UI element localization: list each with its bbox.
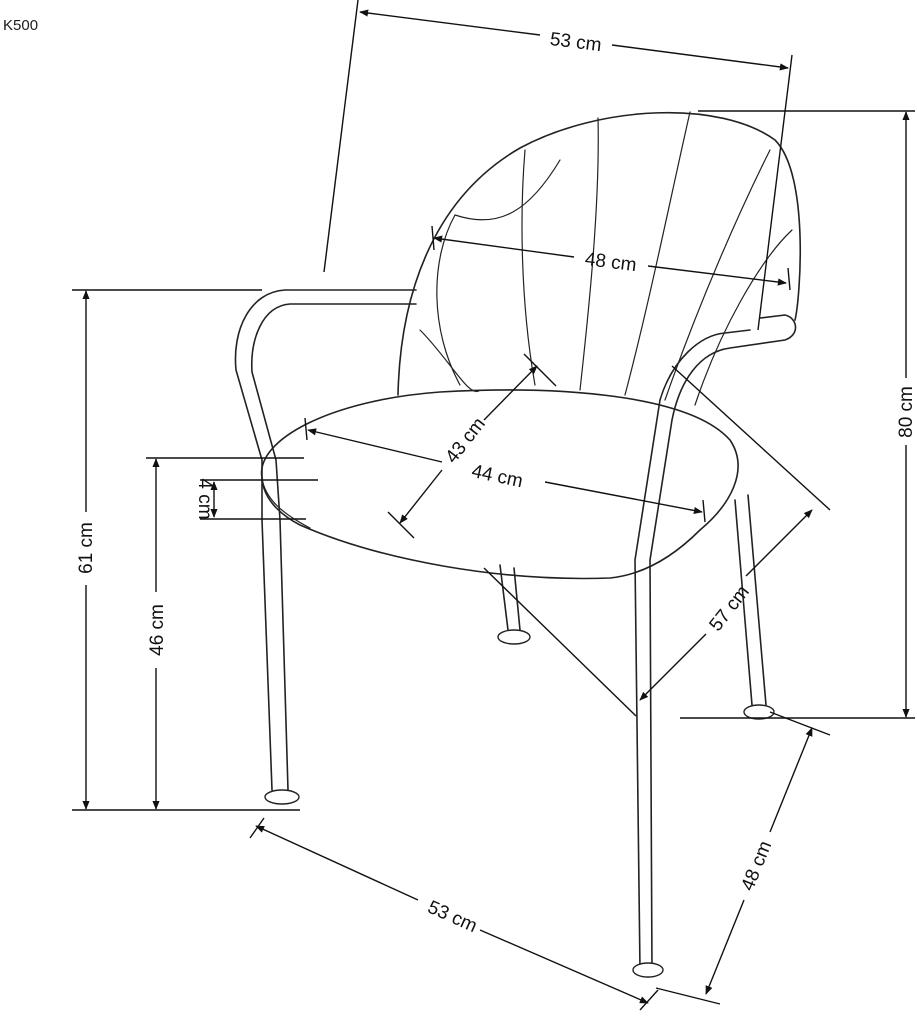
foot-back-right xyxy=(743,704,775,720)
top-width-label: 53 cm xyxy=(549,29,603,56)
seat-side xyxy=(261,477,311,529)
backrest-channels xyxy=(419,111,793,406)
dim-total-height: 80 cm xyxy=(680,110,917,719)
dim-top-width: 53 cm xyxy=(323,0,793,331)
back-left-leg xyxy=(499,564,521,631)
foot-front-left xyxy=(264,789,300,805)
seat-thickness-label: 4 cm xyxy=(194,478,215,519)
dim-seat-thickness: 4 cm xyxy=(194,478,318,520)
dim-armrest-height: 61 cm xyxy=(72,289,300,811)
base-width-label: 53 cm xyxy=(424,897,480,937)
left-armrest-frame xyxy=(234,289,417,791)
dim-base-depth: 48 cm xyxy=(655,711,831,1005)
dim-seat-width: 44 cm xyxy=(304,417,706,523)
foot-back-left xyxy=(497,629,531,645)
dim-seat-height: 46 cm xyxy=(146,457,304,810)
armrest-height-label: 61 cm xyxy=(76,522,97,574)
model-code: K500 xyxy=(3,17,39,34)
seat-width-label: 44 cm xyxy=(470,461,525,492)
back-right-leg xyxy=(734,494,767,706)
seat-depth-label: 43 cm xyxy=(441,414,489,468)
right-armrest-frame xyxy=(634,314,797,976)
total-height-label: 80 cm xyxy=(896,386,917,438)
seat-diagonal-label: 57 cm xyxy=(705,582,753,636)
seat-height-label: 46 cm xyxy=(147,604,168,656)
seat-cushion xyxy=(260,389,739,580)
dim-seat-depth: 43 cm xyxy=(387,353,557,539)
dim-base-width: 53 cm xyxy=(249,817,659,1011)
dim-back-width: 48 cm xyxy=(431,225,791,291)
base-depth-label: 48 cm xyxy=(737,838,776,894)
backrest-outline xyxy=(397,111,802,396)
foot-front-right xyxy=(632,962,664,978)
chair-illustration xyxy=(234,111,802,978)
